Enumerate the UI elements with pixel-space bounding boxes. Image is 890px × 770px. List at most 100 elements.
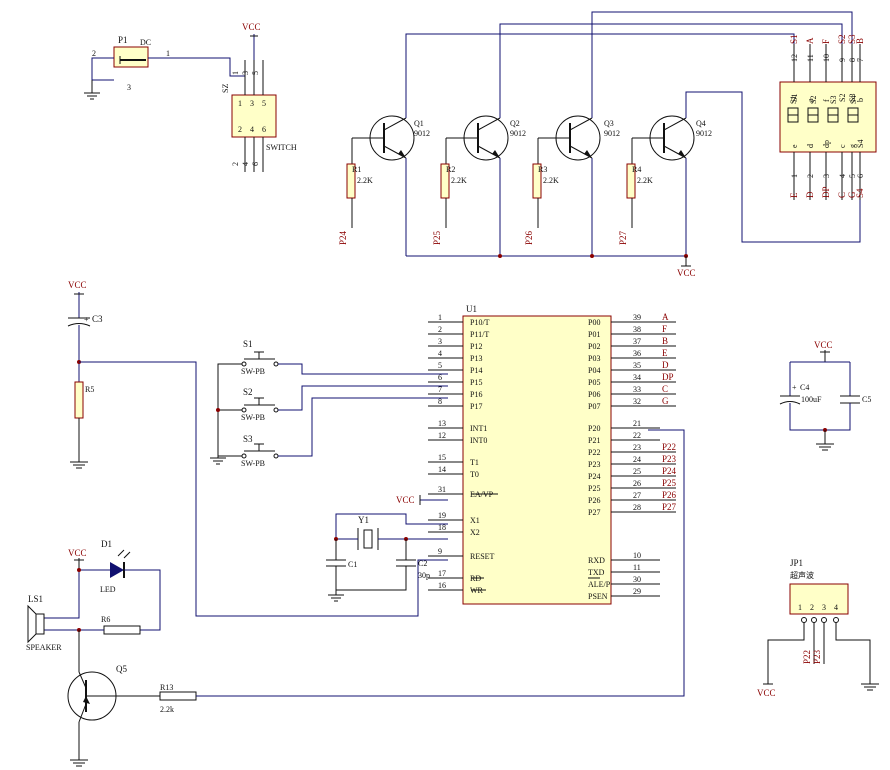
q5-ref: Q5 — [116, 664, 127, 674]
p1-pin2: 2 — [92, 49, 96, 58]
u1-net-label: A — [662, 312, 669, 322]
u1-net-label: G — [662, 396, 669, 406]
u1-pin-number: 8 — [438, 397, 442, 406]
u1-pin-label: P20 — [588, 424, 600, 433]
buzzer-led-circuit: VCC D1 LED R6 LS1 SPEAKER Q5 R13 — [26, 429, 685, 767]
display-pin-number: 3 — [822, 174, 831, 178]
s1-ref: S1 — [243, 339, 253, 349]
u1-pin-number: 37 — [633, 337, 641, 346]
u1-pin-label: P04 — [588, 366, 600, 375]
u1-pin-label: PSEN — [588, 592, 608, 601]
u1-pin-label: P06 — [588, 390, 600, 399]
u1-net-label: P23 — [662, 454, 677, 464]
vcc-label: VCC — [396, 495, 415, 505]
u1-pin-label: P12 — [470, 342, 482, 351]
r3-ref: R3 — [538, 165, 547, 174]
display-pin-number: 7 — [856, 58, 865, 62]
u1-pin-label: P13 — [470, 354, 482, 363]
u1-pin-number: 23 — [633, 443, 641, 452]
r2-val: 2.2K — [451, 176, 467, 185]
c3-plus: + — [84, 315, 89, 324]
sw-mid-2: 2 — [238, 125, 242, 134]
q2-ref: Q2 — [510, 119, 520, 128]
u1-net-label: DP — [662, 372, 674, 382]
vcc-label: VCC — [68, 548, 87, 558]
u1-pin-number: 5 — [438, 361, 442, 370]
reset-circuit: VCC + C3 R5 — [67, 280, 448, 617]
display-pin-number: 9 — [838, 58, 847, 62]
u1-pin-number: 14 — [438, 465, 446, 474]
jp1-net-p23: P23 — [812, 649, 822, 664]
display-pin-number: 4 — [838, 174, 847, 178]
u1-pin-number: 3 — [438, 337, 442, 346]
display-inner-label: b — [856, 98, 865, 102]
u1-pin-label: P07 — [588, 402, 600, 411]
u1-net-label: P26 — [662, 490, 677, 500]
r6-ref: R6 — [101, 615, 110, 624]
u1-pin-label: P26 — [588, 496, 600, 505]
display-inner-label: S1 — [790, 94, 799, 102]
s1-type: SW-PB — [241, 367, 265, 376]
ground-icon — [210, 457, 226, 465]
display-pin-signal: A — [805, 37, 815, 44]
u1-pin-label: P01 — [588, 330, 600, 339]
display-inner-label: S3 — [848, 94, 857, 102]
vcc-label: VCC — [757, 688, 776, 698]
u1-pin-number: 22 — [633, 431, 641, 440]
u1-pin-label: P24 — [588, 472, 600, 481]
sw-bot-6: 6 — [251, 162, 260, 166]
r1-val: 2.2K — [357, 176, 373, 185]
jp1-net-p22: P22 — [802, 650, 812, 664]
ground-icon — [84, 92, 100, 100]
q3-part: 9012 — [604, 129, 620, 138]
u1-pin-number: 28 — [633, 503, 641, 512]
q1-ref: Q1 — [414, 119, 424, 128]
u1-pin-number: 11 — [633, 563, 641, 572]
display-pin-number: 11 — [806, 54, 815, 62]
q2-part: 9012 — [510, 129, 526, 138]
sw-pin-3: 3 — [241, 71, 250, 75]
jp1-pin1: 1 — [798, 603, 802, 612]
u1-net-label: E — [662, 348, 668, 358]
u1-pin-label: T0 — [470, 470, 479, 479]
u1-net-label: P25 — [662, 478, 677, 488]
u1-pin-number: 9 — [438, 547, 442, 556]
c3-ref: C3 — [92, 314, 103, 324]
display-digit-label: S3 — [829, 96, 838, 104]
s3-type: SW-PB — [241, 459, 265, 468]
u1-pin-number: 24 — [633, 455, 641, 464]
u1-pin-number: 15 — [438, 453, 446, 462]
display-pin-signal: S2 — [837, 34, 847, 44]
u1-pin-label: RESET — [470, 552, 495, 561]
u1-pin-number: 2 — [438, 325, 442, 334]
display-pin-signal: S4 — [855, 188, 865, 198]
r3-net: P26 — [524, 230, 534, 245]
power-switch: VCC 1 3 5 1 3 5 2 4 6 2 4 6 SZ SWITCH — [221, 22, 297, 172]
u1-pin-number: 34 — [633, 373, 641, 382]
q1-part: 9012 — [414, 129, 430, 138]
q4-part: 9012 — [696, 129, 712, 138]
c4-plus: + — [792, 383, 797, 392]
u1-pin-number: 21 — [633, 419, 641, 428]
u1-pin-number: 19 — [438, 511, 446, 520]
vcc-label: VCC — [68, 280, 87, 290]
display-inner-label: f — [822, 99, 831, 102]
u1-pin-label: P10/T — [470, 318, 490, 327]
c2-val: 30p — [418, 571, 430, 580]
u1-pin-label: P02 — [588, 342, 600, 351]
p1-pin1: 1 — [166, 49, 170, 58]
r13-val: 2.2k — [160, 705, 174, 714]
u1-pin-label: INT0 — [470, 436, 487, 445]
u1-pin-label: T1 — [470, 458, 479, 467]
display-pin-signal: E — [789, 192, 799, 198]
display-digit-label: S1 — [789, 96, 798, 104]
ls1-type: SPEAKER — [26, 643, 62, 652]
u1-pin-number: 25 — [633, 467, 641, 476]
display-pin-number: 8 — [848, 58, 857, 62]
display-pin-signal: B — [855, 38, 865, 44]
display-pin-signal: G — [847, 191, 857, 198]
u1-pin-label: P05 — [588, 378, 600, 387]
sw-pin-1: 1 — [231, 71, 240, 75]
u1-pin-label: P27 — [588, 508, 600, 517]
